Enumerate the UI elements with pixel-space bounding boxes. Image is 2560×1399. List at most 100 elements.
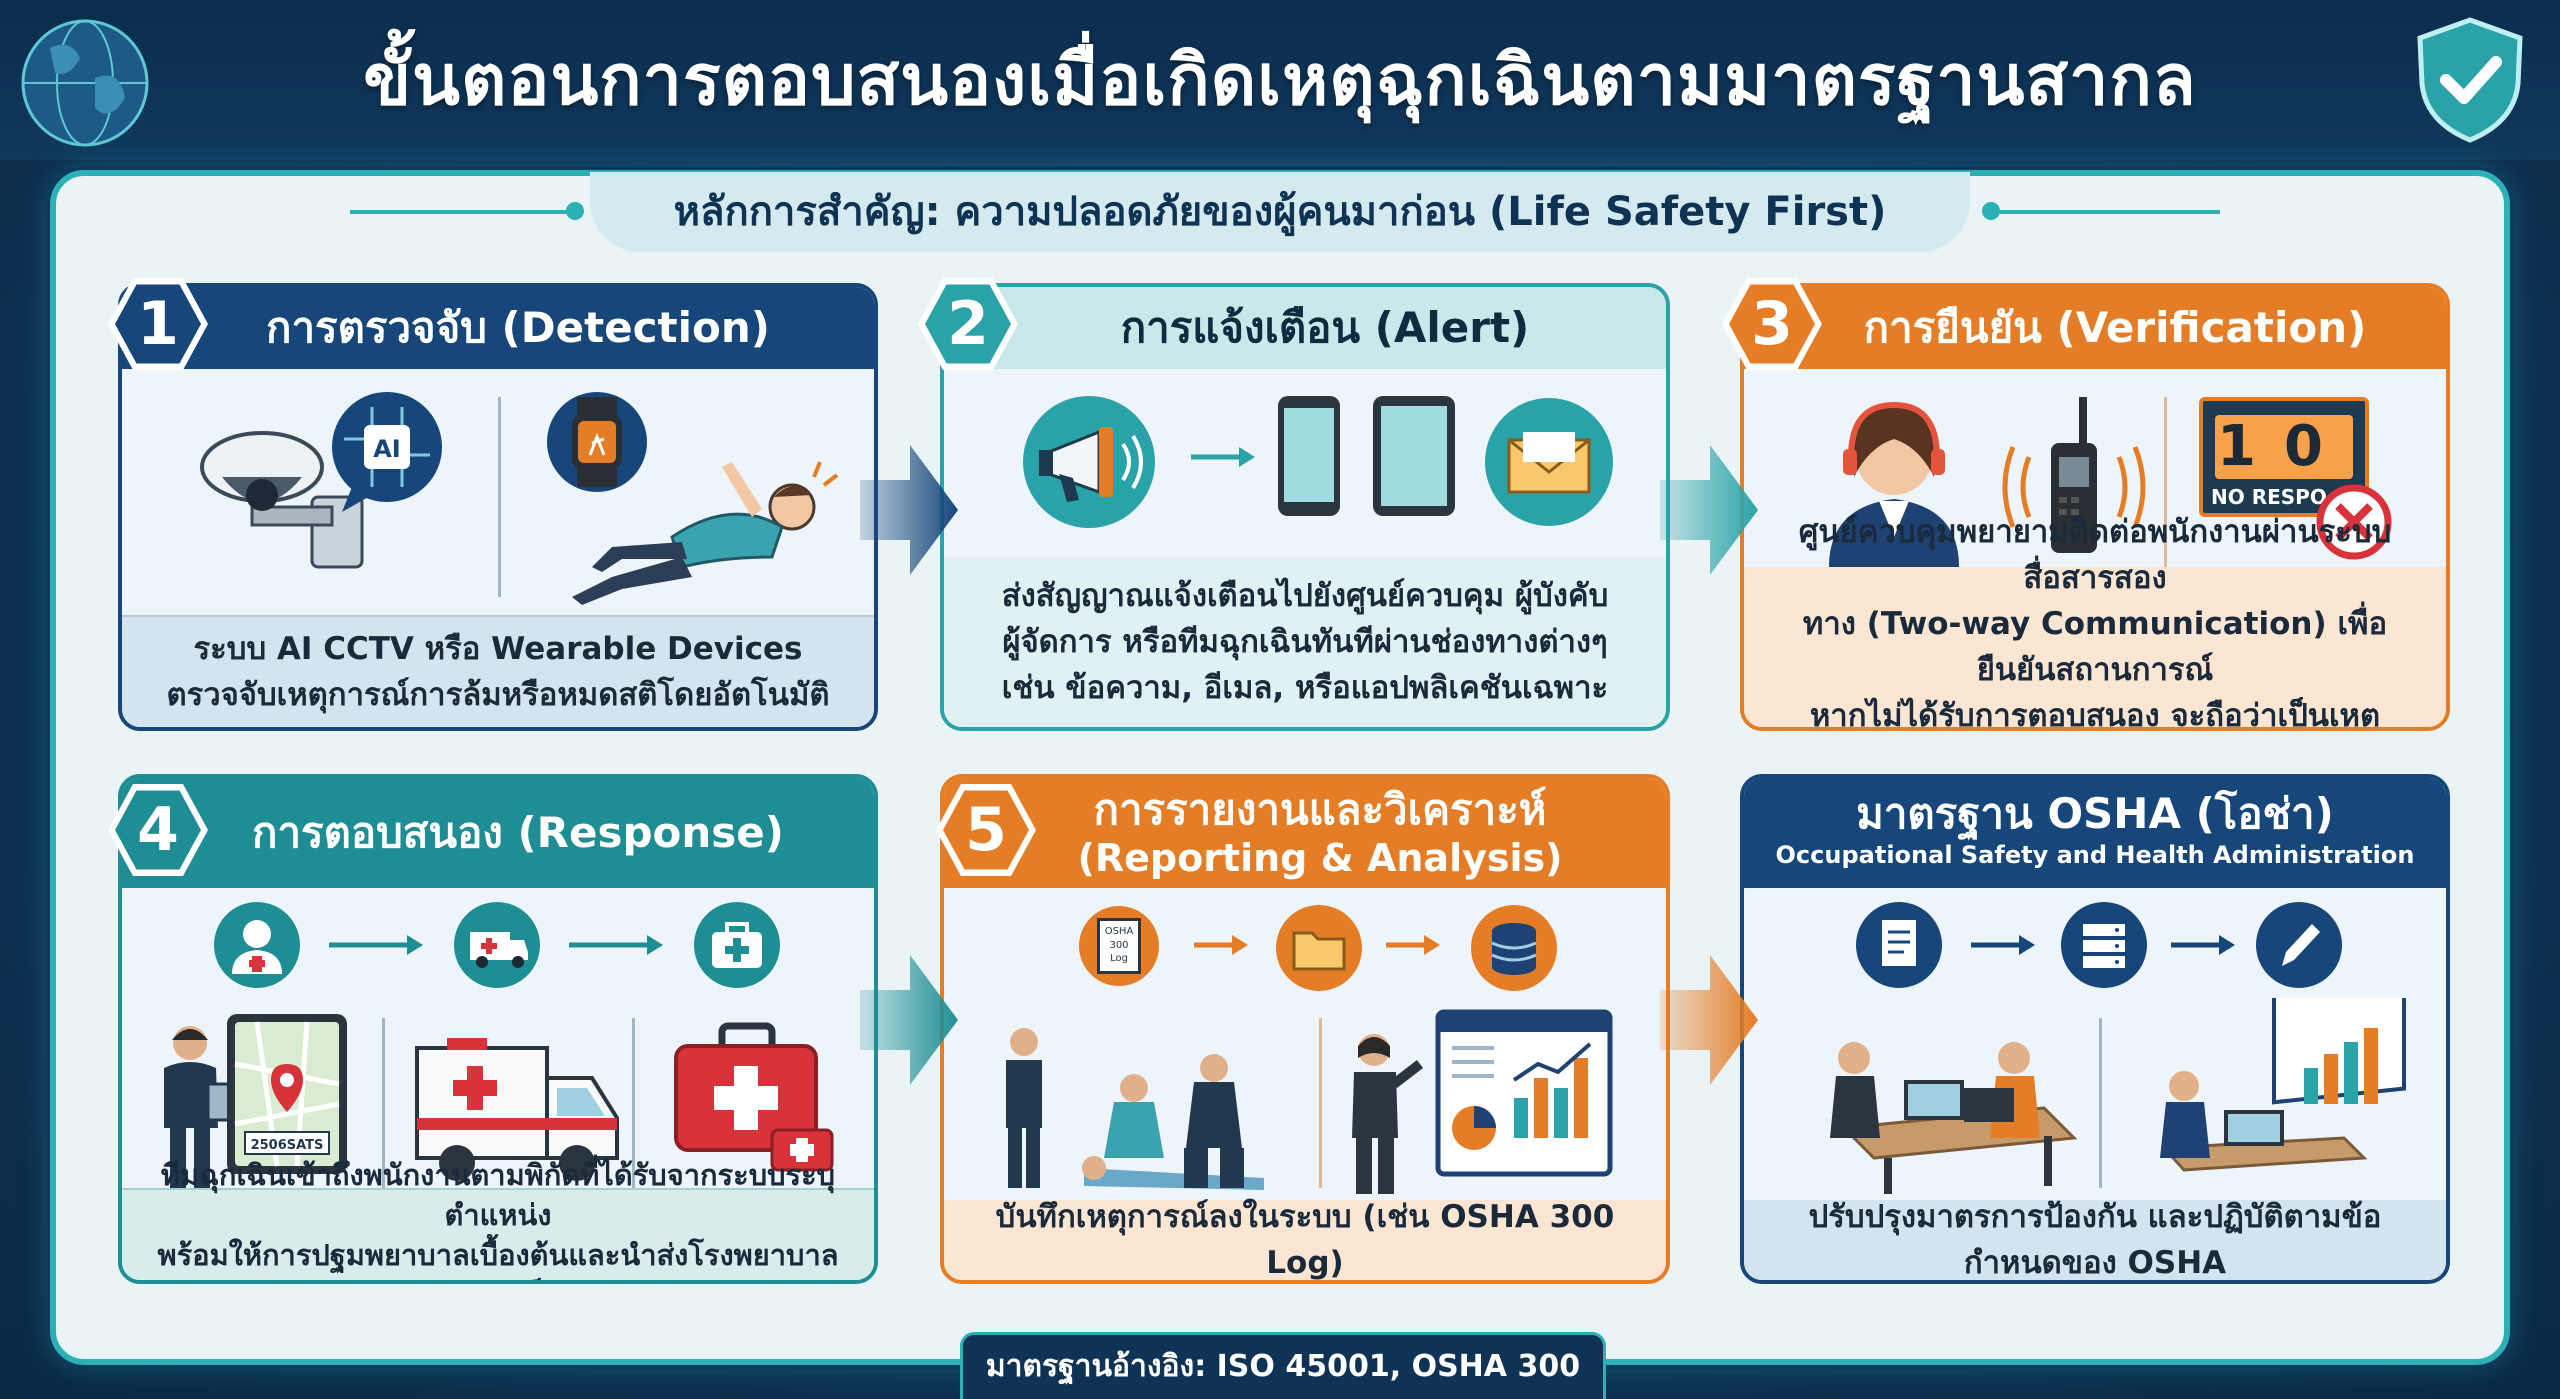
analytics-worker-icon [2160, 998, 2406, 1172]
rescue-team-icon [1006, 1028, 1264, 1190]
osha-card: มาตรฐาน OSHA (โอช่า) Occupational Safety… [1740, 774, 2450, 1284]
step-number: 4 [137, 795, 179, 865]
step-number: 5 [965, 795, 1007, 865]
step-description: ส่งสัญญาณแจ้งเตือนไปยังศูนย์ควบคุม ผู้บั… [944, 557, 1666, 727]
step-description: บันทึกเหตุการณ์ลงในระบบ (เช่น OSHA 300 L… [944, 1199, 1666, 1280]
map-tablet-icon: 2506SATS [227, 1014, 347, 1174]
no-response-label: NO RESPO [2211, 485, 2327, 509]
arrow-right-icon [1191, 447, 1255, 467]
deco-dot [1982, 202, 2000, 220]
separator [2164, 397, 2167, 567]
office-workers-icon [1830, 1042, 2078, 1194]
step-number: 2 [947, 289, 989, 359]
step-card-alert: การแจ้งเตือน (Alert) ส่งสัญญาณแจ้งเตือนไ… [940, 283, 1670, 731]
server-icon [2061, 902, 2147, 988]
megaphone-icon [1023, 396, 1155, 528]
arrow-right-icon [1386, 935, 1440, 955]
step-badge-5: 5 [936, 784, 1036, 876]
flow-arrow-2-3 [1660, 445, 1758, 575]
ai-chip-icon: AI [332, 392, 442, 512]
clipboard-text: OSHA [1104, 926, 1134, 937]
step-description-line: ทาง (Two-way Communication) เพื่อยืนยันส… [1802, 606, 2388, 688]
step-title-block: การรายงานและวิเคราะห์ (Reporting & Analy… [944, 778, 1666, 888]
step-description-line: ระบบ AI CCTV หรือ Wearable Devices [193, 631, 803, 667]
medic-icon [214, 902, 300, 988]
step-title: การรายงานและวิเคราะห์ [1093, 785, 1547, 834]
step-description-line: หากไม่ได้รับการตอบสนอง จะถือว่าเป็นเหตุฉ… [1809, 698, 2381, 731]
step-title: การตรวจจับ (Detection) [122, 287, 874, 369]
separator [1319, 1018, 1322, 1188]
osha-subtitle: Occupational Safety and Health Administr… [1775, 841, 2415, 869]
step-card-reporting: การรายงานและวิเคราะห์ (Reporting & Analy… [940, 774, 1670, 1284]
clipboard-text: 300 [1109, 940, 1129, 951]
osha-title: มาตรฐาน OSHA (โอช่า) [1856, 789, 2334, 838]
medical-kit-icon [674, 1022, 834, 1172]
step-title-en: (Reporting & Analysis) [1077, 836, 1563, 880]
clipboard-icon: OSHA 300 Log [1079, 906, 1159, 986]
step-description-line: ตรวจจับเหตุการณ์การล้มหรือหมดสติโดยอัตโน… [166, 677, 830, 713]
footer-reference: มาตรฐานอ้างอิง: ISO 45001, OSHA 300 [960, 1332, 1606, 1399]
step-description: ระบบ AI CCTV หรือ Wearable Devices ตรวจจ… [122, 615, 874, 727]
timer-value: 10 [2215, 415, 2353, 479]
cctv-camera-icon [200, 431, 364, 569]
clipboard-text: Log [1110, 953, 1128, 964]
first-aid-kit-icon [694, 902, 780, 988]
arrow-right-icon [1194, 935, 1248, 955]
step-title: การยืนยัน (Verification) [1744, 287, 2446, 369]
deco-dot [566, 202, 584, 220]
header-band [0, 0, 2560, 160]
map-label: 2506SATS [250, 1138, 324, 1153]
step-title: การแจ้งเตือน (Alert) [944, 287, 1666, 369]
step-description-line: ทีมฉุกเฉินเข้าถึงพนักงานตามพิกัดที่ได้รั… [160, 1158, 836, 1232]
database-icon [1471, 905, 1557, 991]
tablet-icon [1373, 396, 1455, 516]
smartwatch-icon [547, 392, 647, 492]
principle-banner: หลักการสำคัญ: ความปลอดภัยของผู้คนมาก่อน … [590, 172, 1970, 252]
step-card-detection: การตรวจจับ (Detection) AI ระบบ AI CCTV ห… [118, 283, 878, 731]
arrow-right-icon [1971, 935, 2035, 955]
flow-arrow-1-2 [860, 445, 958, 575]
separator [2099, 1018, 2102, 1188]
step-badge-1: 1 [108, 278, 208, 370]
step-description-line: พร้อมให้การปฐมพยาบาลเบื้องต้นและนำส่งโรง… [157, 1238, 839, 1280]
separator [498, 397, 501, 597]
deco-line [1990, 210, 2220, 214]
operator-headset-icon [1829, 401, 1959, 567]
flow-arrow-4-5 [860, 955, 958, 1085]
dashboard-icon [1435, 1009, 1613, 1177]
step-description-line: ผู้จัดการ หรือทีมฉุกเฉินทันทีผ่านช่องทาง… [1002, 624, 1608, 660]
walkie-talkie-icon [2002, 397, 2146, 553]
ambulance-icon [454, 902, 540, 988]
pen-icon [2256, 902, 2342, 988]
step-title: การตอบสนอง (Response) [122, 778, 874, 888]
paramedic-icon [164, 1026, 238, 1190]
step-card-verification: การยืนยัน (Verification) 10 NO RESPO ศูน… [1740, 283, 2450, 731]
page-title: ขั้นตอนการตอบสนองเมื่อเกิดเหตุฉุกเฉินตาม… [363, 39, 2197, 121]
osha-description: ปรับปรุงมาตรการป้องกัน และปฏิบัติตามข้อก… [1744, 1199, 2446, 1280]
separator [632, 1018, 635, 1188]
step-description-line: บันทึกเหตุการณ์ลงในระบบ (เช่น OSHA 300 L… [995, 1199, 1615, 1281]
arrow-right-icon [2171, 935, 2235, 955]
deco-line [350, 210, 580, 214]
step-number: 1 [137, 289, 179, 359]
folder-icon [1276, 905, 1362, 991]
arrow-right-icon [569, 935, 663, 955]
shield-check-icon [2417, 17, 2523, 143]
analyst-icon [1352, 1034, 1424, 1194]
svg-text:AI: AI [373, 435, 401, 463]
globe-icon [21, 19, 149, 147]
arrow-right-icon [329, 935, 423, 955]
smartphone-icon [1278, 396, 1340, 516]
fallen-person-icon [572, 461, 839, 605]
step-description-line: เช่น ข้อความ, อีเมล, หรือแอปพลิเคชันเฉพา… [1001, 670, 1609, 706]
step-description: ทีมฉุกเฉินเข้าถึงพนักงานตามพิกัดที่ได้รั… [122, 1158, 874, 1280]
osha-header: มาตรฐาน OSHA (โอช่า) Occupational Safety… [1744, 778, 2446, 888]
separator [382, 1018, 385, 1188]
email-icon [1485, 398, 1613, 526]
ambulance-vehicle-icon [415, 1038, 619, 1181]
no-response-icon [2316, 484, 2392, 560]
step-description-line: ศูนย์ควบคุมพยายามติดต่อพนักงานผ่านระบบสื… [1798, 514, 2392, 596]
step-badge-2: 2 [918, 278, 1018, 370]
step-description-line: ส่งสัญญาณแจ้งเตือนไปยังศูนย์ควบคุม ผู้บั… [1001, 578, 1609, 614]
flow-arrow-5-osha [1660, 955, 1758, 1085]
